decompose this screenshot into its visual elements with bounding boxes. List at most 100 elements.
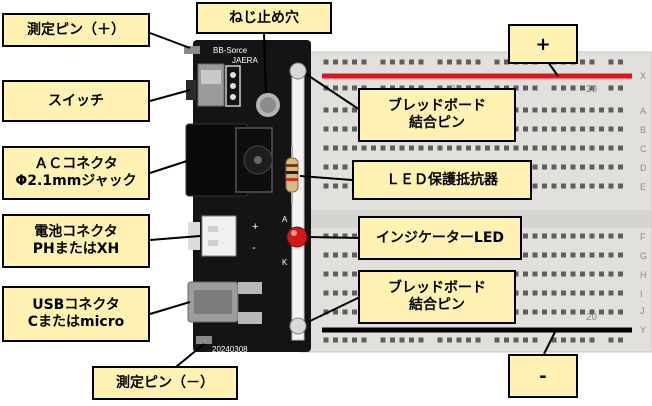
breadboard-hole xyxy=(570,309,576,315)
bb-pin-top xyxy=(289,62,307,80)
leader-bb-pin-bottom xyxy=(307,296,361,323)
breadboard-hole xyxy=(608,233,614,239)
callout-bb-pin-bottom: ブレッドボード 結合ピン xyxy=(358,270,516,324)
breadboard-hole xyxy=(342,337,348,343)
callout-switch: スイッチ xyxy=(2,80,150,122)
breadboard-hole xyxy=(589,252,595,258)
breadboard-hole xyxy=(342,233,348,239)
breadboard-hole xyxy=(352,85,357,91)
breadboard-hole xyxy=(342,164,348,170)
breadboard-hole xyxy=(333,252,338,258)
breadboard-hole xyxy=(447,337,452,343)
breadboard-hole xyxy=(342,126,348,132)
breadboard-hole xyxy=(570,337,576,343)
callout-test-pin-plus: 測定ピン（＋） xyxy=(2,13,150,47)
breadboard-hole xyxy=(513,126,519,132)
breadboard-hole xyxy=(599,126,604,132)
breadboard-hole xyxy=(561,126,566,132)
breadboard-hole xyxy=(428,145,433,151)
breadboard-hole xyxy=(608,59,614,65)
breadboard-hole xyxy=(323,183,329,189)
breadboard-hole xyxy=(513,337,519,343)
breadboard-hole xyxy=(608,252,614,258)
breadboard-hole xyxy=(513,145,519,151)
breadboard-hole xyxy=(399,337,405,343)
breadboard-hole xyxy=(466,145,471,151)
breadboard-hole xyxy=(542,183,547,189)
row-letter-i: I xyxy=(640,289,643,299)
breadboard-hole xyxy=(504,337,509,343)
breadboard-hole xyxy=(599,183,604,189)
breadboard-hole xyxy=(504,59,509,65)
breadboard-hole xyxy=(333,337,338,343)
row-letter-j: J xyxy=(640,306,645,316)
breadboard-hole xyxy=(618,183,623,189)
breadboard-hole xyxy=(589,126,595,132)
leader-usb-connector xyxy=(149,301,191,315)
breadboard-hole xyxy=(532,309,538,315)
breadboard-hole xyxy=(409,145,414,151)
breadboard-hole xyxy=(570,85,576,91)
breadboard-hole xyxy=(589,233,595,239)
breadboard-hole xyxy=(342,252,348,258)
breadboard-hole xyxy=(580,252,585,258)
breadboard-hole xyxy=(589,337,595,343)
breadboard-hole xyxy=(580,164,585,170)
leader-test-pin-plus xyxy=(149,32,191,49)
breadboard-hole xyxy=(390,337,395,343)
breadboard-hole xyxy=(580,85,585,91)
board-date: 20240308 xyxy=(212,345,248,354)
breadboard-hole xyxy=(608,337,614,343)
breadboard-hole xyxy=(342,290,348,296)
breadboard-hole xyxy=(551,126,557,132)
breadboard-hole xyxy=(561,309,566,315)
breadboard-hole xyxy=(361,59,367,65)
breadboard-hole xyxy=(418,145,424,151)
breadboard-hole xyxy=(618,59,623,65)
breadboard-hole xyxy=(561,233,566,239)
callout-ac-connector: ＡＣコネクタ Φ2.1mmジャック xyxy=(2,146,150,200)
breadboard-hole xyxy=(570,164,576,170)
col-number-20-bottom: 20 xyxy=(586,312,598,323)
led-cathode-mark: K xyxy=(282,258,288,267)
breadboard-hole xyxy=(323,252,329,258)
breadboard-hole xyxy=(352,252,357,258)
leader-bb-pin-top xyxy=(305,73,361,111)
breadboard-hole xyxy=(380,59,386,65)
breadboard-hole xyxy=(551,107,557,113)
row-letter-g: G xyxy=(640,251,647,261)
breadboard-hole xyxy=(570,107,576,113)
breadboard-hole xyxy=(323,233,329,239)
breadboard-hole xyxy=(523,85,528,91)
breadboard-hole xyxy=(475,145,481,151)
breadboard-hole xyxy=(608,164,614,170)
breadboard-hole xyxy=(599,309,604,315)
breadboard-hole xyxy=(618,233,623,239)
breadboard-hole xyxy=(532,85,538,91)
breadboard-hole xyxy=(570,252,576,258)
breadboard-hole xyxy=(523,337,528,343)
breadboard-hole xyxy=(542,271,547,277)
board-maker: JAERA xyxy=(232,56,258,65)
breadboard-hole xyxy=(618,271,623,277)
breadboard-hole xyxy=(371,145,376,151)
callout-led-resistor: ＬＥＤ保護抵抗器 xyxy=(352,160,532,200)
breadboard-hole xyxy=(561,271,566,277)
breadboard-pin-strip xyxy=(291,69,305,341)
breadboard-hole xyxy=(580,337,585,343)
breadboard-hole xyxy=(580,271,585,277)
breadboard-hole xyxy=(323,126,329,132)
breadboard-hole xyxy=(618,337,623,343)
polarity-plus-mark: + xyxy=(252,221,258,233)
breadboard-hole xyxy=(532,183,538,189)
switch-knob xyxy=(201,70,221,84)
breadboard-hole xyxy=(570,233,576,239)
breadboard-hole xyxy=(342,309,348,315)
breadboard-hole xyxy=(323,290,329,296)
breadboard-hole xyxy=(333,59,338,65)
breadboard-hole xyxy=(418,59,424,65)
led-resistor xyxy=(285,157,299,193)
breadboard-hole xyxy=(561,337,566,343)
breadboard-hole xyxy=(551,145,557,151)
breadboard-hole xyxy=(561,145,566,151)
